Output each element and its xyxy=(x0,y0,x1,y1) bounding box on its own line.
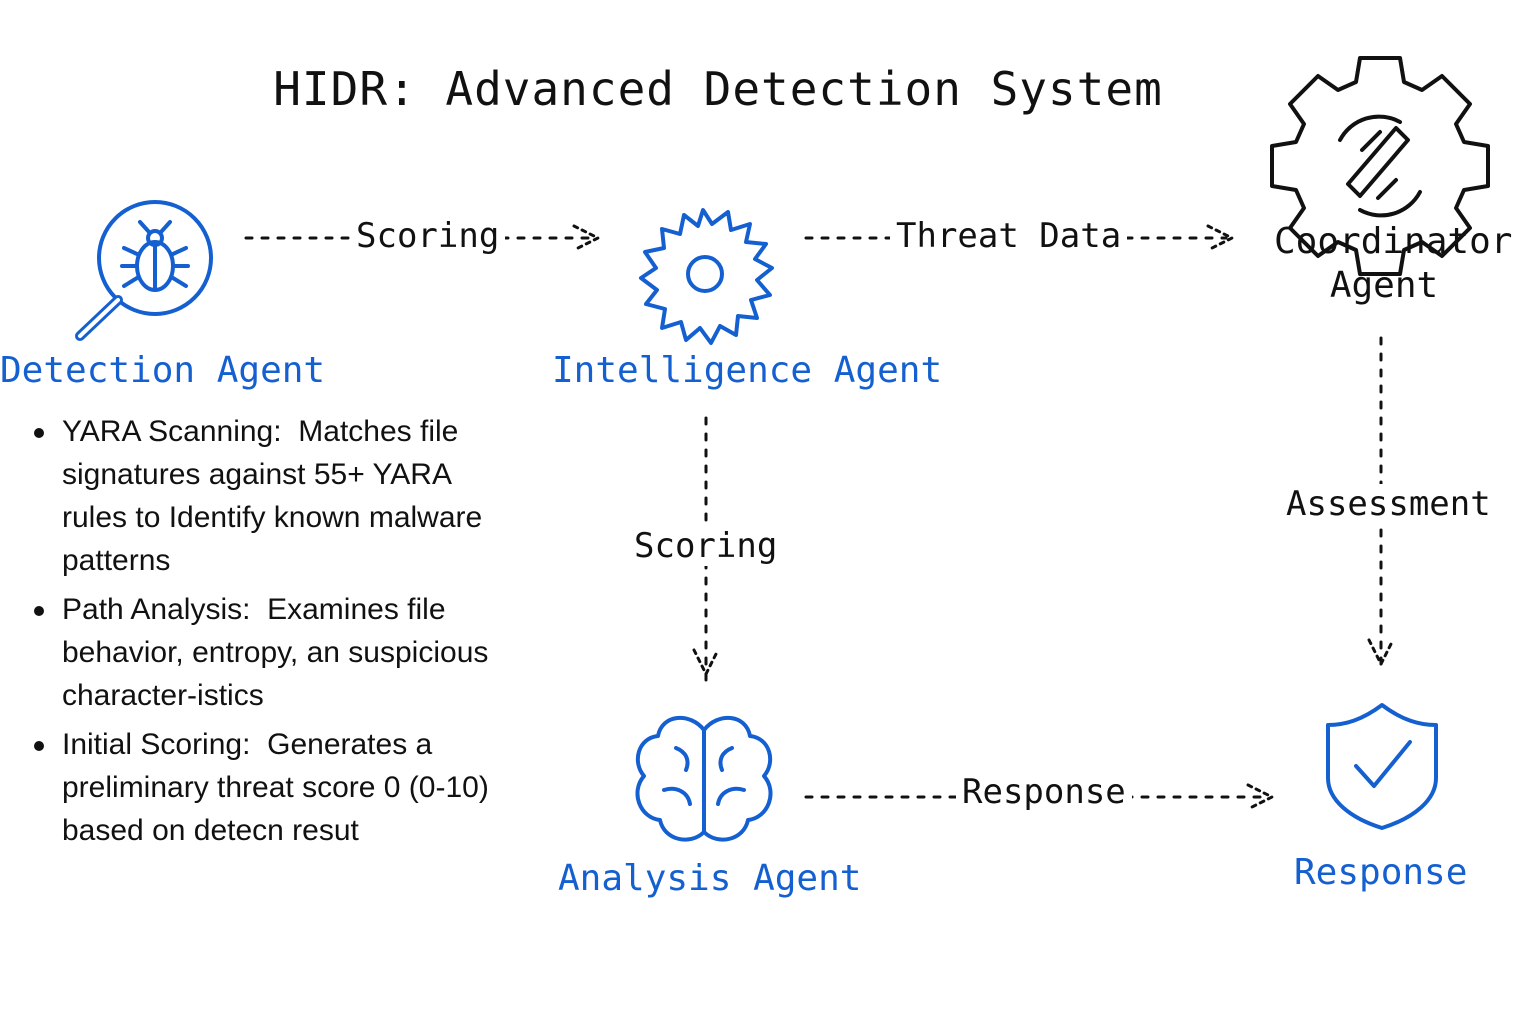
bullet-term: YARA Scanning: xyxy=(62,415,282,448)
node-label-response: Response xyxy=(1294,852,1468,893)
node-label-coordinator-agent: Coordinator Agent xyxy=(1274,221,1513,306)
edge-label-detection-intelligence: Scoring xyxy=(350,216,506,256)
edge-label-coordinator-response: Assessment xyxy=(1280,484,1497,524)
list-item: YARA Scanning: Matches file signatures a… xyxy=(30,410,500,582)
shield-check-icon xyxy=(1326,703,1438,830)
bullet-term: Initial Scoring: xyxy=(62,728,251,761)
node-label-analysis-agent: Analysis Agent xyxy=(558,858,862,899)
diagram-title: HIDR: Advanced Detection System xyxy=(273,62,1163,116)
magnifier-bug-icon xyxy=(75,200,213,341)
arrowhead-intelligence-coordinator xyxy=(1206,224,1236,252)
list-item: Path Analysis: Examines file behavior, e… xyxy=(30,588,500,717)
bullet-text: Generates a preliminary threat score 0 (… xyxy=(62,728,489,847)
list-item: Initial Scoring: Generates a preliminary… xyxy=(30,723,500,852)
edge-label-intelligence-analysis: Scoring xyxy=(628,526,784,566)
node-label-detection-agent: Detection Agent xyxy=(0,350,326,391)
bullet-text: Matches file signatures against 55+ YARA… xyxy=(62,415,483,577)
edge-label-analysis-response: Response xyxy=(956,772,1132,812)
gear-wrench-icon xyxy=(1270,56,1490,276)
gear-icon xyxy=(639,208,774,345)
arrowhead-coordinator-response xyxy=(1367,638,1395,668)
arrowhead-intelligence-analysis xyxy=(692,648,720,678)
arrowhead-detection-intelligence xyxy=(572,224,602,252)
detection-feature-list: YARA Scanning: Matches file signatures a… xyxy=(30,410,500,858)
edge-label-intelligence-coordinator: Threat Data xyxy=(890,216,1128,256)
node-label-intelligence-agent: Intelligence Agent xyxy=(552,350,943,391)
bullet-text: Examines file behavior, entropy, an susp… xyxy=(62,593,489,712)
bullet-term: Path Analysis: xyxy=(62,593,251,626)
brain-icon xyxy=(635,715,773,842)
arrowhead-analysis-response xyxy=(1246,783,1276,811)
